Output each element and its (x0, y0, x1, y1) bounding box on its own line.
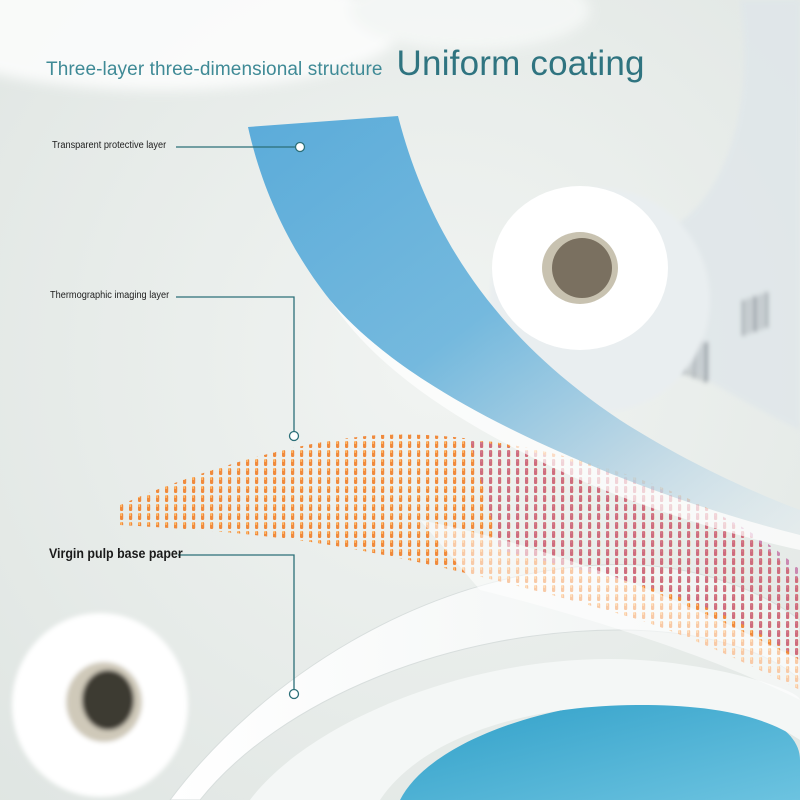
leader-dot-protective (294, 141, 306, 153)
leader-lines (176, 141, 306, 700)
paper-roll-bottom (12, 613, 188, 797)
label-base-paper: Virgin pulp base paper (49, 546, 183, 561)
headline: Three-layer three-dimensional structure … (46, 44, 645, 84)
leader-dot-base (288, 688, 300, 700)
leader-line-imaging (176, 296, 295, 436)
leader-line-base (178, 554, 295, 694)
bottom-blue-roll (250, 659, 800, 800)
leader-dot-imaging (288, 430, 300, 442)
paper-roll-top (490, 186, 710, 412)
protective-layer (248, 116, 800, 550)
background-roll-top (0, 0, 590, 90)
headline-title: Uniform coating (396, 44, 645, 83)
headline-subtitle: Three-layer three-dimensional structure (46, 59, 383, 80)
label-imaging-layer: Thermographic imaging layer (50, 290, 170, 301)
label-protective-layer: Transparent protective layer (52, 140, 167, 151)
